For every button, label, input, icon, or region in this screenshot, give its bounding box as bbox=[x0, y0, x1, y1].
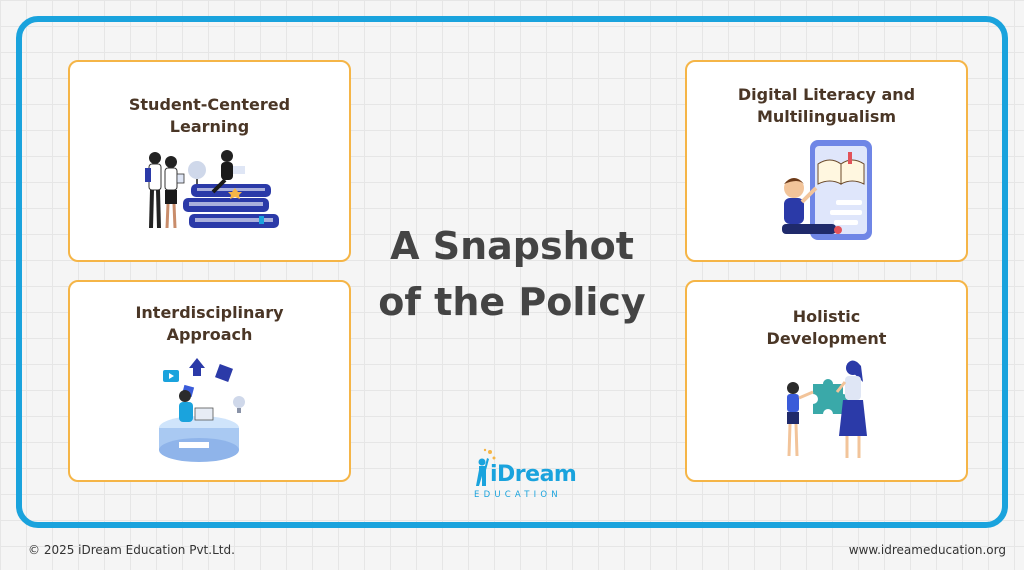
idream-logo: iDream EDUCATION bbox=[466, 448, 596, 504]
logo-name: iDream bbox=[490, 462, 577, 487]
card-holistic-development: Holistic Development bbox=[685, 280, 968, 482]
card-digital-literacy: Digital Literacy and Multilingualism bbox=[685, 60, 968, 262]
card-student-centered-learning: Student-Centered Learning bbox=[68, 60, 351, 262]
card-title: Student-Centered Learning bbox=[128, 95, 291, 136]
card-title: Digital Literacy and Multilingualism bbox=[737, 85, 916, 126]
outer-frame bbox=[16, 16, 1008, 528]
multimedia-learning-icon bbox=[158, 358, 245, 462]
child-tablet-icon bbox=[781, 140, 872, 240]
students-books-icon bbox=[144, 150, 279, 229]
card-interdisciplinary-approach: Interdisciplinary Approach bbox=[68, 280, 351, 482]
page-title: A Snapshot of the Policy bbox=[378, 224, 646, 324]
card-title: Interdisciplinary Approach bbox=[135, 303, 284, 344]
puzzle-teacher-icon bbox=[786, 360, 867, 458]
logo-subtitle: EDUCATION bbox=[474, 490, 562, 500]
website-link[interactable]: www.idreameducation.org bbox=[848, 543, 1006, 557]
card-title: Holistic Development bbox=[766, 307, 887, 348]
dreamer-figure-icon bbox=[476, 448, 496, 486]
copyright-text: © 2025 iDream Education Pvt.Ltd. bbox=[28, 543, 235, 557]
